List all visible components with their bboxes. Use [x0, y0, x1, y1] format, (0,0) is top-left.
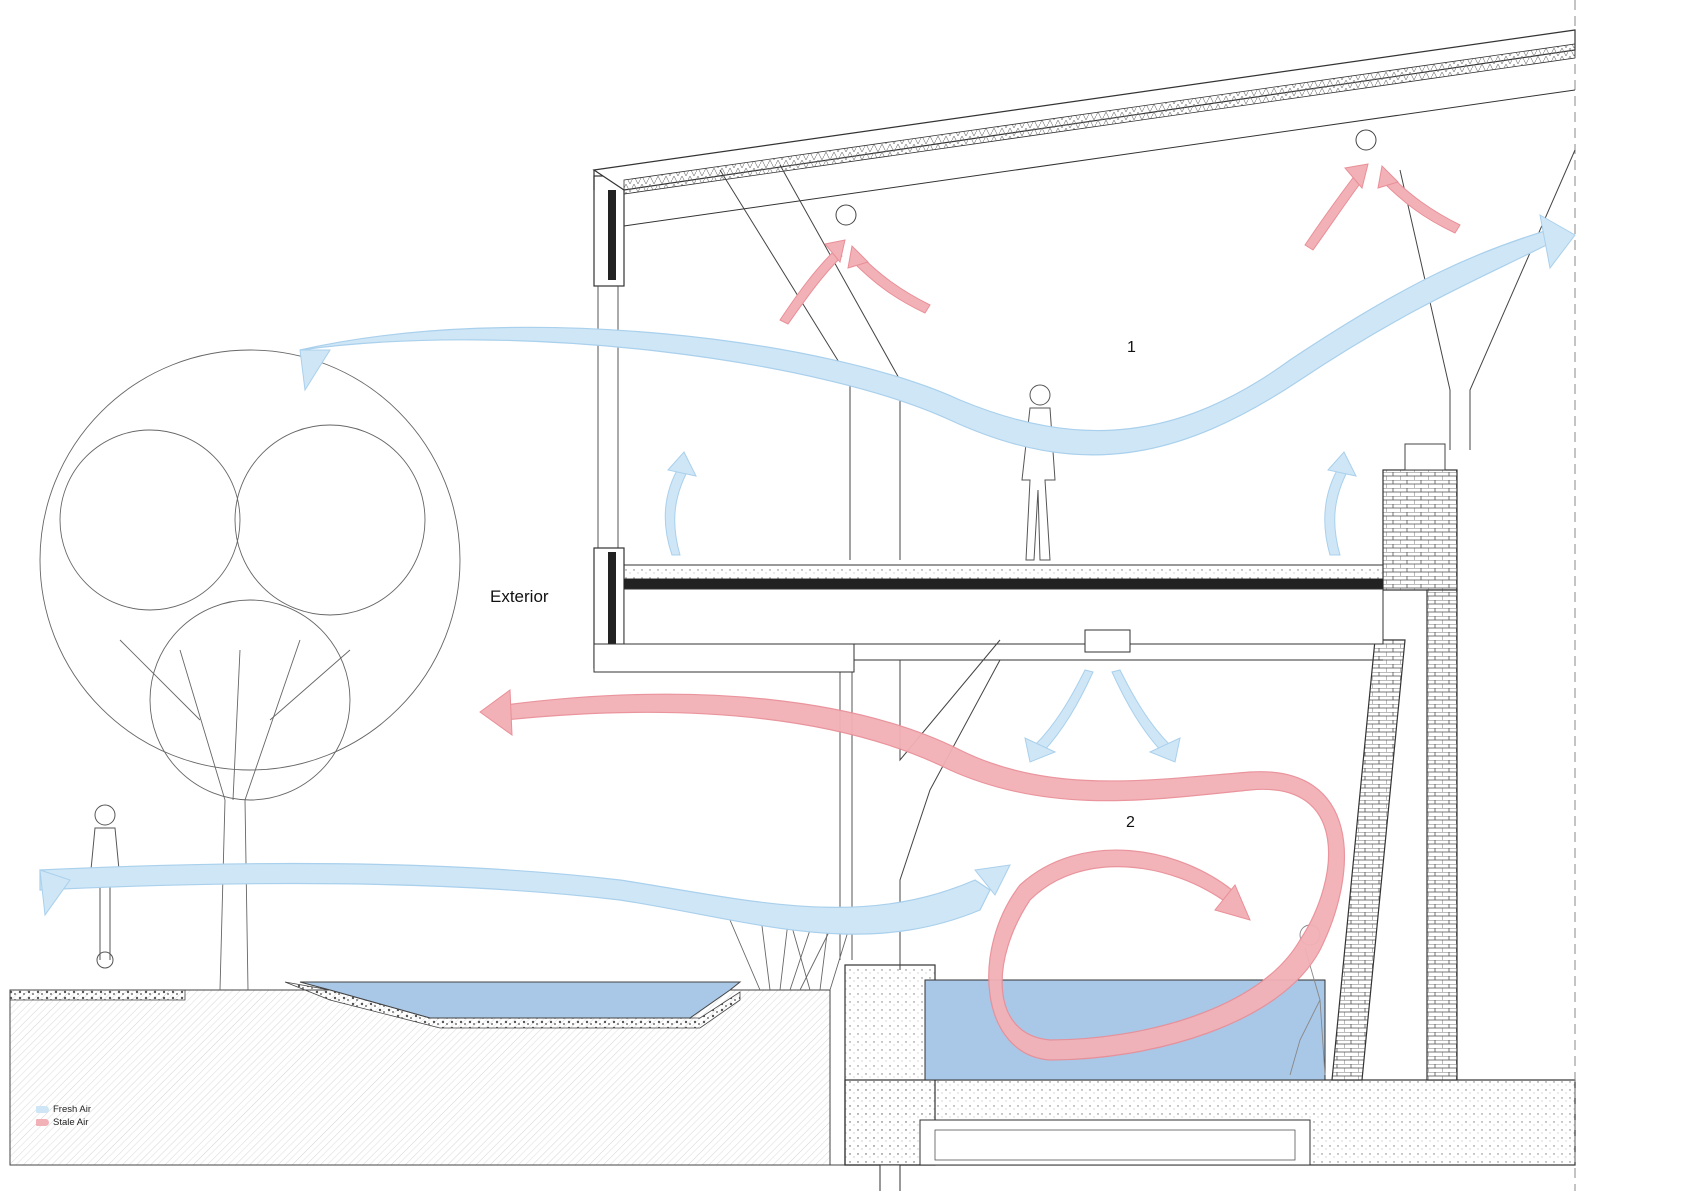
legend-item-stale-air: Stale Air	[36, 1116, 91, 1129]
stale-air-swatch	[36, 1119, 49, 1126]
ground	[9, 981, 1575, 1166]
stale-air-main-flow	[504, 693, 1346, 1061]
fresh-air-upper-flow	[299, 227, 1561, 456]
stale-air-exhaust-arrowhead	[479, 689, 513, 737]
stale-air-return-left-2	[852, 254, 931, 314]
legend: Fresh Air Stale Air	[36, 1103, 91, 1129]
fresh-air-ceiling-supply-left	[1034, 669, 1094, 753]
foundation	[844, 964, 1576, 1191]
stale-air-loop-arrowhead	[1214, 884, 1251, 921]
fresh-air-lower-flow	[39, 862, 991, 935]
stale-air-return-left-1	[779, 249, 843, 325]
label-room-2: 2	[1126, 814, 1135, 831]
fresh-air-floor-diffuser-left	[664, 464, 689, 556]
person-standing	[1021, 384, 1056, 561]
legend-label-fresh-air: Fresh Air	[53, 1104, 92, 1115]
label-exterior: Exterior	[490, 587, 549, 606]
stale-air-return-right-2	[1382, 174, 1461, 234]
fresh-air-floor-diffuser-right	[1324, 464, 1349, 556]
label-room-1: 1	[1127, 339, 1136, 356]
tree	[39, 349, 461, 991]
fresh-air-swatch	[36, 1106, 49, 1113]
fresh-air-flows	[39, 214, 1576, 935]
ducts	[719, 129, 1576, 970]
stale-air-flows	[479, 163, 1461, 1061]
legend-item-fresh-air: Fresh Air	[36, 1103, 91, 1116]
fresh-air-upper-arrowhead	[1539, 214, 1576, 270]
roof	[592, 29, 1576, 227]
planting	[729, 904, 851, 991]
stale-air-return-right-1	[1304, 174, 1363, 251]
fresh-air-lower-arrowhead	[974, 864, 1011, 896]
floor-slab	[593, 564, 1384, 673]
legend-label-stale-air: Stale Air	[53, 1117, 89, 1128]
fresh-air-ceiling-supply-right	[1111, 669, 1171, 753]
